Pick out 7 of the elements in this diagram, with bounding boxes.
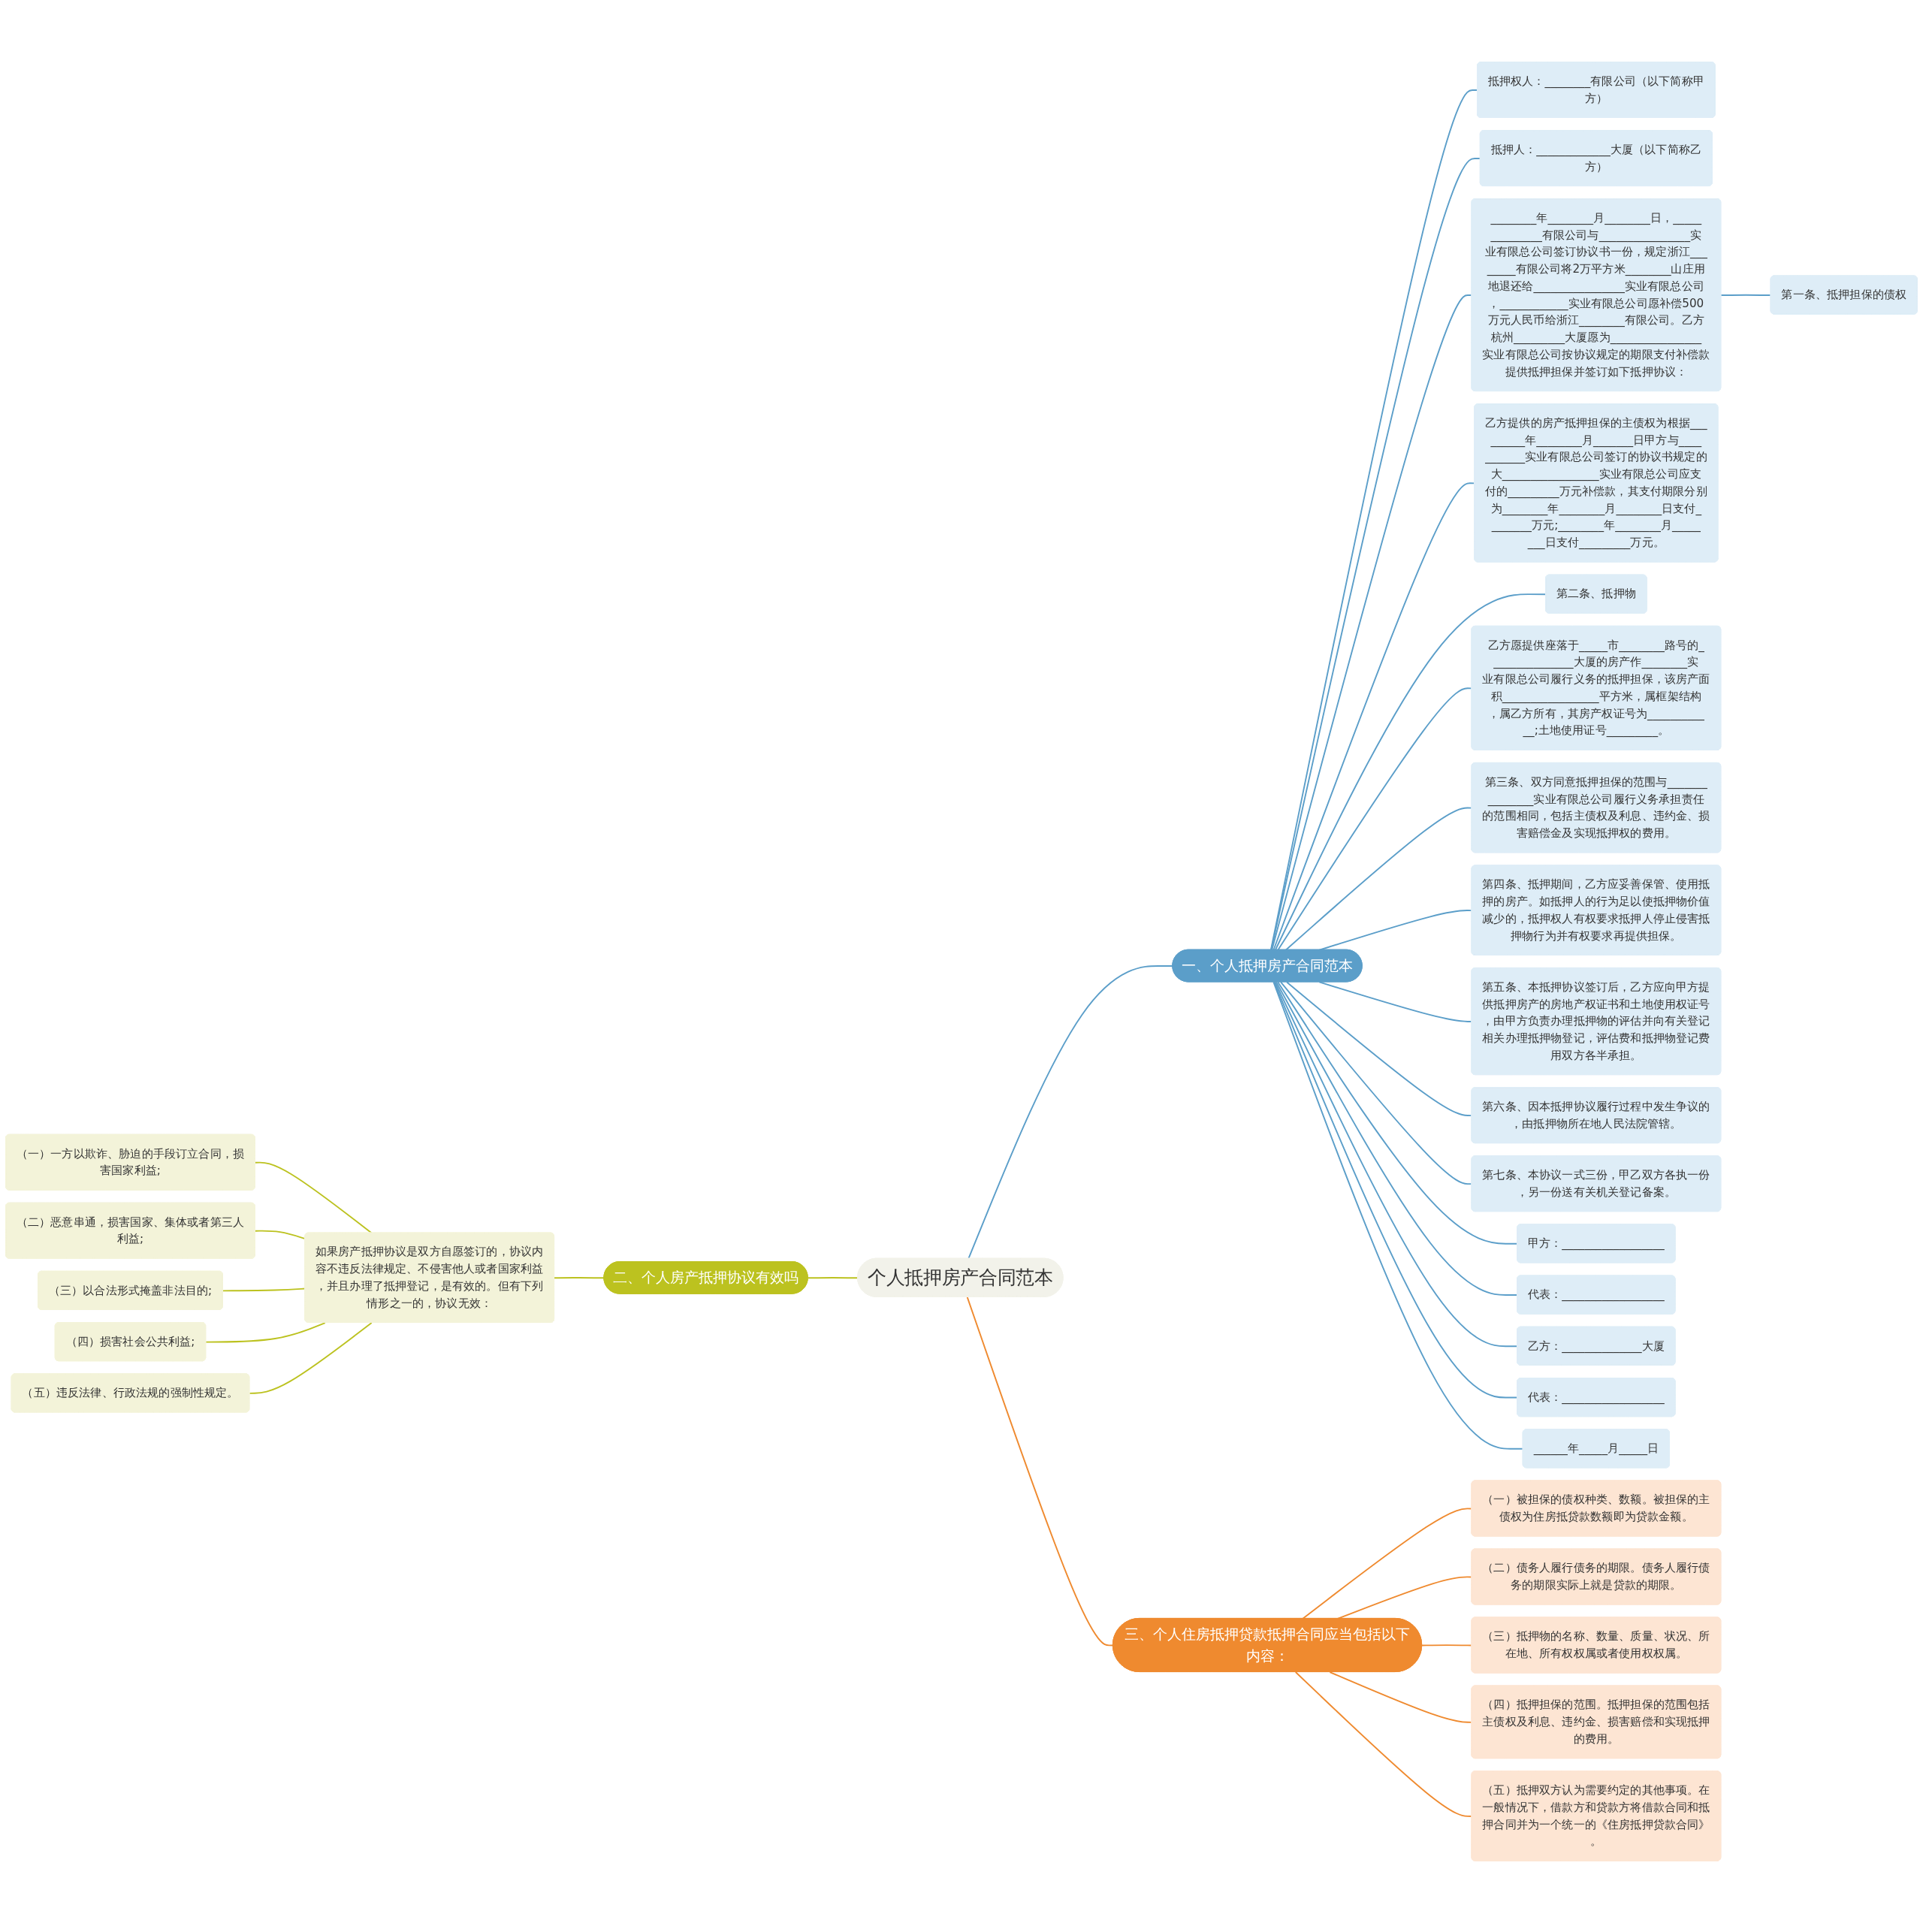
connector bbox=[249, 1322, 373, 1394]
connector bbox=[205, 1322, 326, 1343]
connector bbox=[1274, 593, 1547, 951]
connector bbox=[1720, 294, 1772, 297]
connector bbox=[554, 1277, 605, 1279]
connector bbox=[966, 1297, 1114, 1647]
connector bbox=[254, 1161, 373, 1234]
